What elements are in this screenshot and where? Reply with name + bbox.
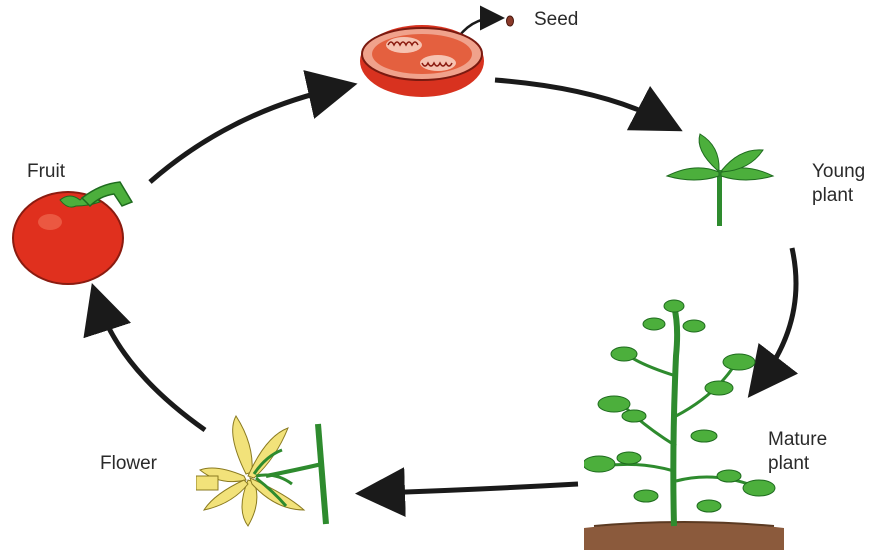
arrow-flower-to-fruit	[98, 302, 205, 430]
label-flower: Flower	[100, 452, 157, 476]
flower-icon	[196, 414, 346, 528]
arrow-seed-to-young-plant	[495, 80, 665, 122]
arrow-mature-plant-to-flower	[375, 484, 578, 493]
tomato-fruit-icon	[10, 178, 140, 286]
mature-plant-icon	[584, 296, 784, 550]
label-young-plant-line2: plant	[812, 184, 865, 208]
label-mature-plant: Mature plant	[768, 428, 827, 476]
cut-tomato-icon	[352, 18, 492, 100]
label-young-plant-line1: Young	[812, 160, 865, 184]
seed-icon	[504, 14, 516, 28]
label-mature-plant-line2: plant	[768, 452, 827, 476]
label-young-plant: Young plant	[812, 160, 865, 208]
label-fruit: Fruit	[27, 160, 65, 184]
arrow-fruit-to-seed	[150, 88, 338, 182]
label-mature-plant-line1: Mature	[768, 428, 827, 452]
label-seed: Seed	[534, 8, 578, 32]
young-plant-icon	[665, 132, 775, 228]
